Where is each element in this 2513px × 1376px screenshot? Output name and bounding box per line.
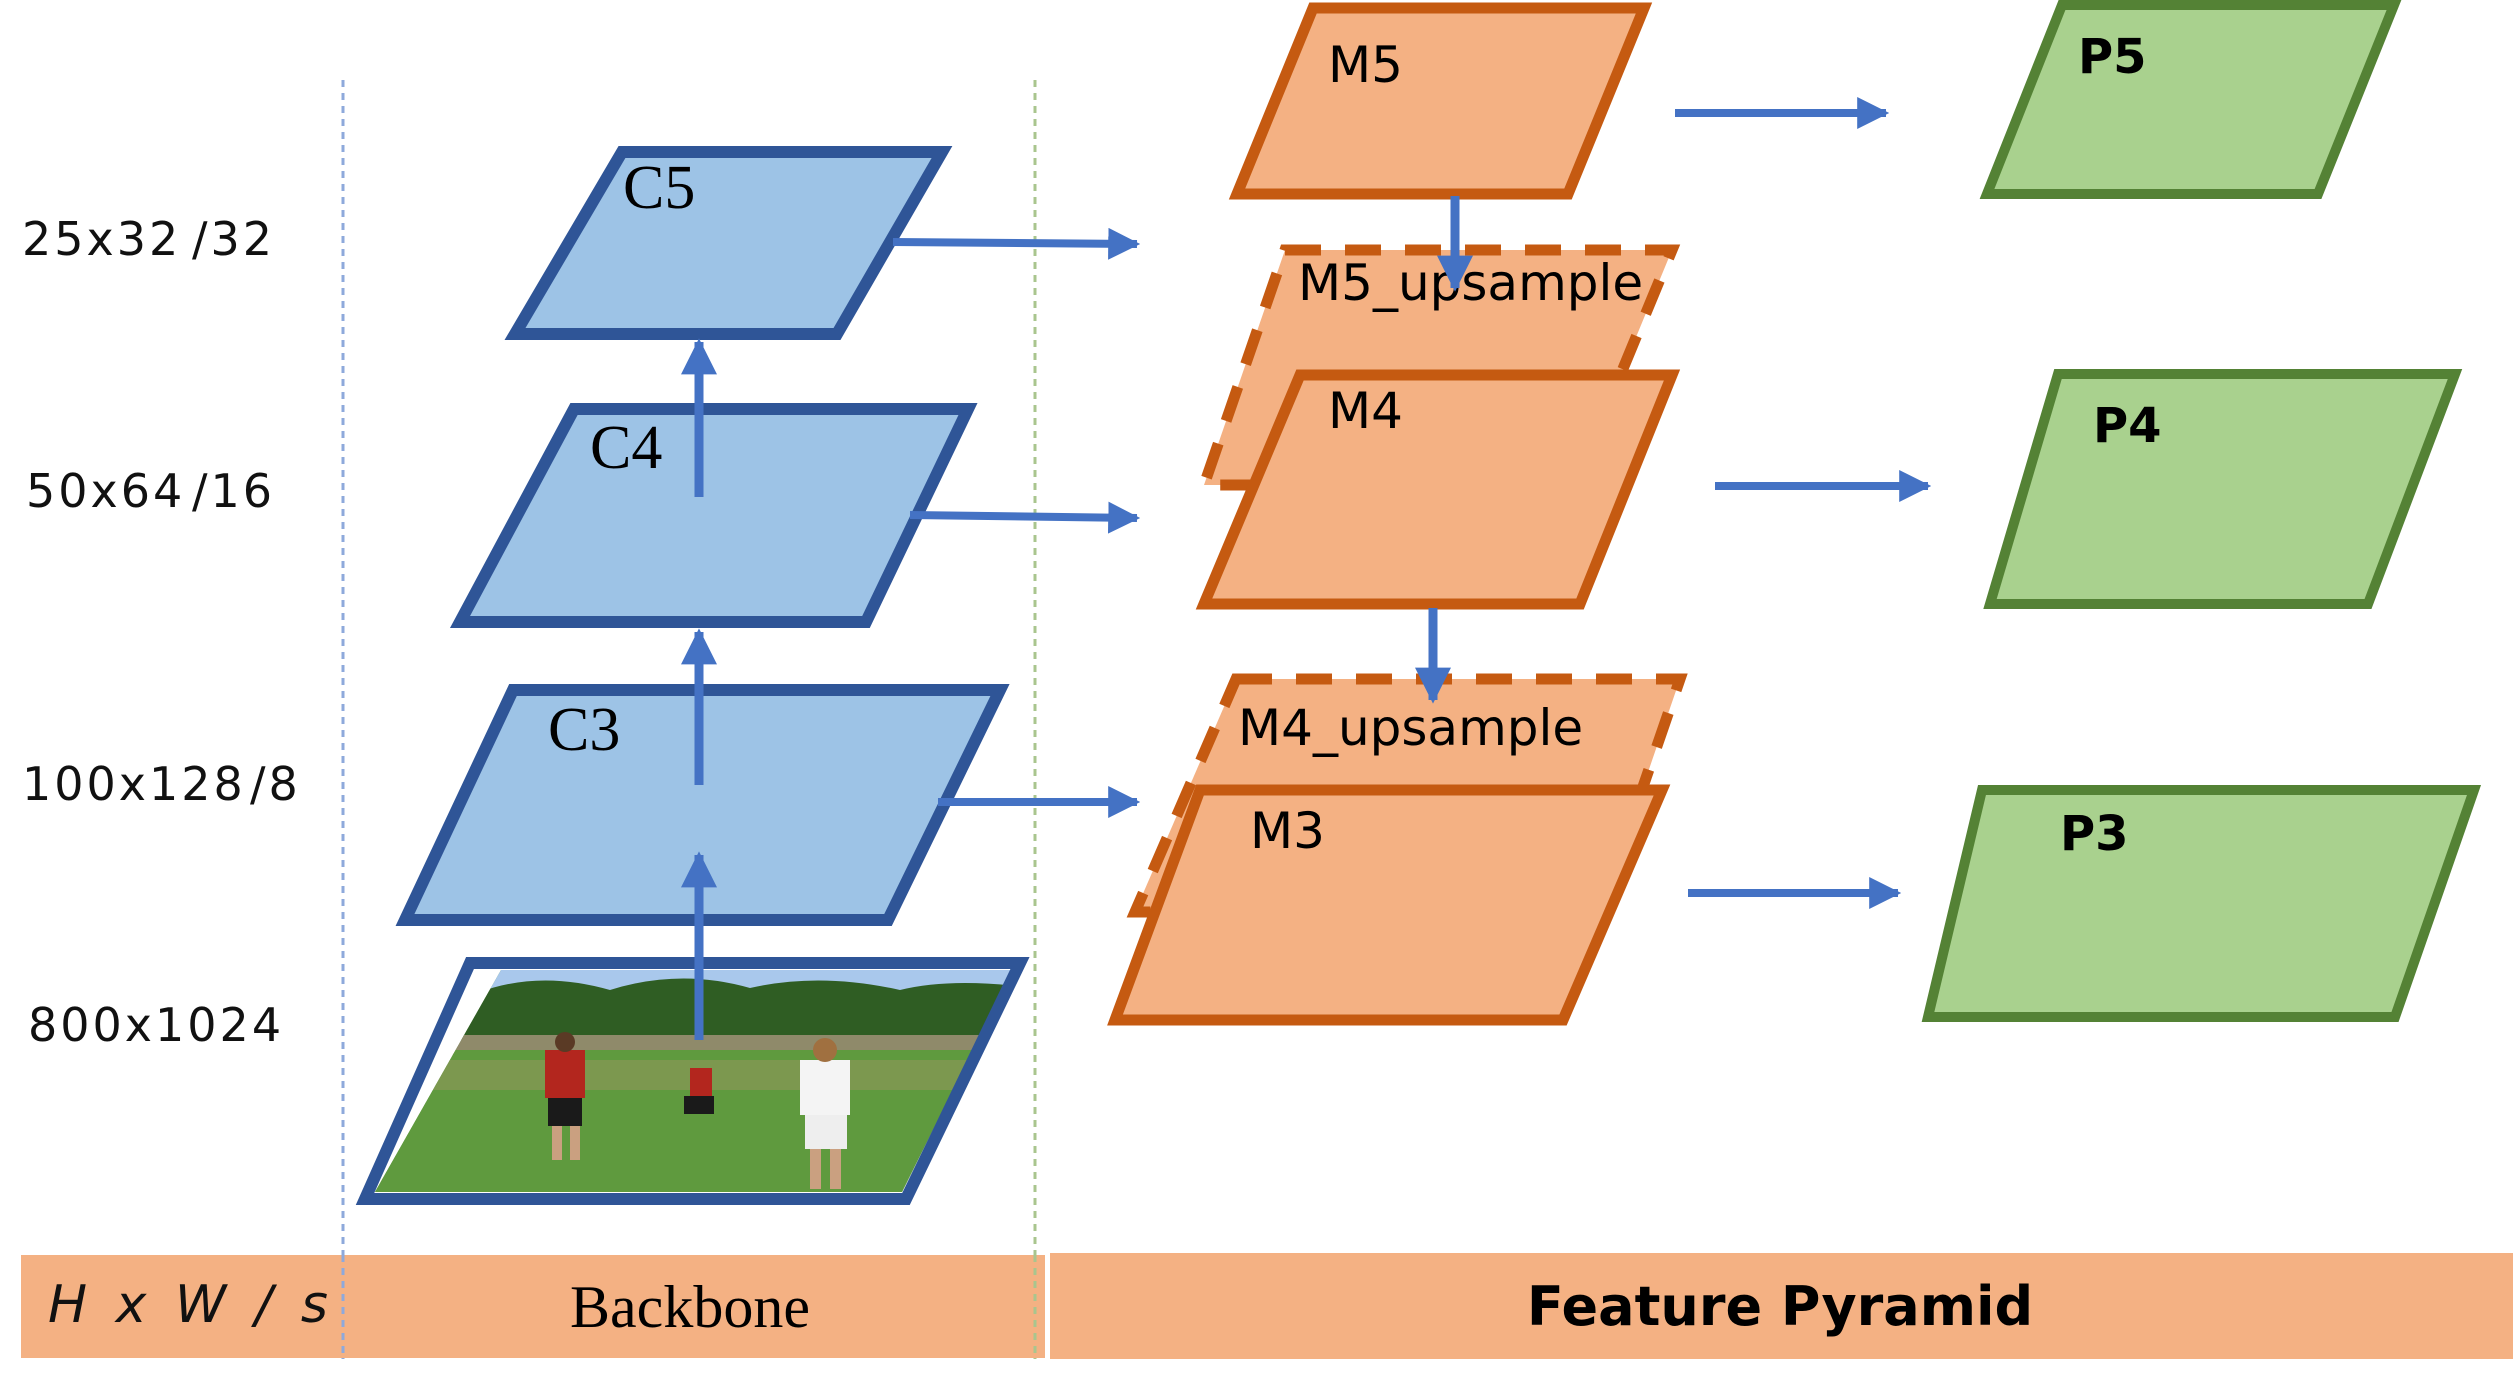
- m4-label: M4: [1328, 382, 1403, 440]
- player-red: [545, 1050, 585, 1098]
- scale-label-c3: 100x128 /8: [22, 757, 301, 811]
- p4-label: P4: [2093, 398, 2162, 454]
- scale-label-c4: 50x64 /16: [26, 464, 275, 518]
- footer-scale-header: H x W / s: [48, 1275, 334, 1335]
- footer-left-bar: [21, 1255, 1045, 1358]
- scale-stride: /8: [250, 757, 301, 811]
- arrow-c5-to-m5: [892, 227, 1141, 260]
- scale-size: 50x64: [26, 464, 185, 518]
- backbone-level-c4: C4: [449, 403, 978, 628]
- p5-label: P5: [2078, 29, 2147, 85]
- scale-size: 25x32: [22, 212, 181, 266]
- scale-stride: /16: [192, 464, 275, 518]
- footer-backbone-header: Backbone: [570, 1274, 810, 1340]
- footer-bar: H x W / s Backbone Feature Pyramid: [21, 1253, 2513, 1359]
- c5-label: C5: [623, 154, 695, 222]
- footer-right-bar: [1050, 1253, 2513, 1359]
- backbone-level-c5: C5: [504, 146, 953, 340]
- output-level-p3: P3: [1921, 785, 2482, 1022]
- scale-size: 800x1024: [28, 998, 284, 1052]
- backbone-level-c3: C3: [395, 684, 1010, 926]
- footer-pyramid-header: Feature Pyramid: [1527, 1275, 2033, 1338]
- c4-label: C4: [590, 414, 662, 482]
- player-white: [800, 1060, 850, 1115]
- output-level-p4: P4: [1983, 369, 2463, 609]
- scale-size: 100x128: [22, 757, 246, 811]
- m5-label: M5: [1328, 36, 1403, 94]
- output-level-p5: P5: [1979, 0, 2402, 199]
- p3-label: P3: [2060, 806, 2129, 862]
- c3-label: C3: [548, 696, 620, 764]
- m4-upsample-label: M4_upsample: [1238, 699, 1583, 757]
- scale-stride: /32: [192, 212, 275, 266]
- m3-label: M3: [1250, 802, 1325, 860]
- pyramid-level-m5: M5: [1228, 2, 1653, 200]
- scale-label-c5: 25x32 /32: [22, 212, 275, 266]
- pyramid-level-m3: M3: [1107, 784, 1671, 1026]
- scale-label-input: 800x1024: [28, 998, 284, 1052]
- input-image-frame: [355, 957, 1030, 1205]
- player-kneeling: [690, 1068, 712, 1096]
- m5-upsample-label: M5_upsample: [1298, 254, 1643, 312]
- pyramid-level-m4: M4: [1195, 369, 1681, 610]
- arrow-c4-to-m4: [909, 501, 1141, 534]
- input-image: [355, 957, 1030, 1205]
